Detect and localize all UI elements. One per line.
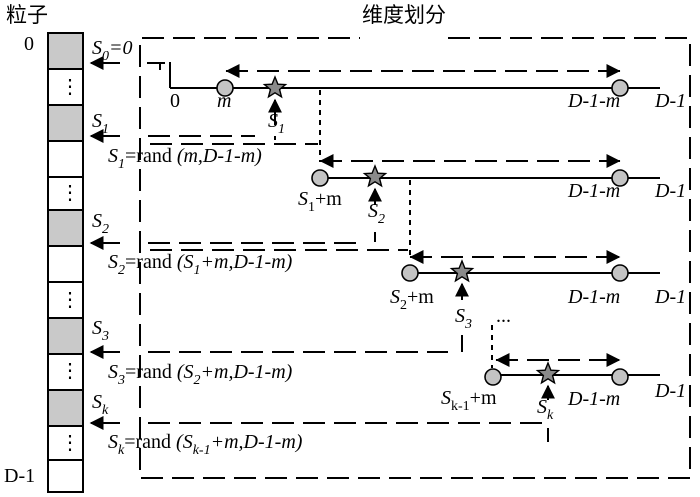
sk-formula: Sk=rand (Sk-1+m,D-1-m) [108, 431, 303, 458]
ellipsis-1: ⋮ [60, 76, 80, 98]
s3-under-label: S3 [455, 305, 472, 332]
node-d1m-k [611, 368, 629, 386]
array-cell-last [47, 459, 84, 493]
frame-left-top [139, 37, 360, 470]
s2-under-label: S2 [368, 200, 385, 227]
row-0: S0=0 0 m D-1-m D-1 S1 [89, 37, 686, 162]
partition-header: 维度划分 [362, 3, 446, 27]
array-index-top: 0 [24, 33, 34, 55]
array-cell-s2 [47, 209, 84, 247]
s2-formula: S2=rand (S1+m,D-1-m) [108, 251, 293, 278]
array-cell-s1 [47, 104, 84, 142]
array-cell-s3 [47, 317, 84, 355]
node-d1m-2 [611, 264, 629, 282]
s2-formula-row: S2 S2=rand (S1+m,D-1-m) [89, 210, 408, 278]
array-cell [47, 140, 84, 178]
node-d1m-1 [611, 169, 629, 187]
axis-label-d1m-2: D-1-m [567, 286, 620, 308]
s3-formula: S3=rand (S2+m,D-1-m) [108, 361, 293, 388]
axis-label-zero: 0 [170, 90, 180, 112]
s3-label: S3 [92, 317, 109, 344]
sk-label: Sk [92, 391, 109, 418]
ellipsis-2: ⋮ [60, 182, 80, 204]
s1-formula-row: S1 S1=rand (m,D-1-m) [89, 110, 318, 172]
continuation-dots: ... [496, 305, 511, 327]
s1-formula: S1=rand (m,D-1-m) [108, 145, 262, 172]
ellipsis-3: ⋮ [60, 289, 80, 311]
sk-under-label: Sk [537, 396, 554, 423]
s1-under-label: S1 [268, 110, 285, 137]
axis-label-s2m: S2+m [390, 286, 434, 313]
node-sk1m [484, 368, 502, 386]
row-k: Sk-1+m D-1-m D-1 Sk [441, 353, 686, 442]
node-s2m [401, 264, 419, 282]
array-cell [47, 245, 84, 283]
particle-header: 粒子 [6, 3, 48, 27]
axis-label-d1-1: D-1 [654, 180, 686, 202]
s1-label: S1 [92, 110, 109, 137]
axis-label-d1m-0: D-1-m [567, 90, 620, 112]
array-cell-s0 [47, 32, 84, 70]
star-s2 [362, 164, 388, 188]
axis-label-d1m-1: D-1-m [567, 180, 620, 202]
array-index-bottom: D-1 [4, 465, 35, 487]
s0-label: S0=0 [92, 37, 133, 64]
row-1: S1+m D-1-m D-1 S2 [298, 154, 686, 260]
s2-label: S2 [92, 210, 109, 237]
node-d1m-0 [611, 79, 629, 97]
particle-array: ⋮ ⋮ ⋮ ⋮ ⋮ [47, 32, 84, 493]
node-s1m [311, 169, 329, 187]
axis-label-m: m [217, 90, 231, 112]
star-s1 [262, 75, 288, 99]
axis-label-d1-2: D-1 [654, 286, 686, 308]
node-m [216, 79, 234, 97]
array-cell [47, 353, 84, 391]
array-cell-sk [47, 389, 84, 427]
star-sk [535, 361, 561, 385]
ellipsis-5: ⋮ [60, 432, 80, 454]
axis-label-s1m: S1+m [298, 188, 342, 215]
s3-formula-row: S3 S3=rand (S2+m,D-1-m) [89, 317, 448, 388]
ellipsis-4: ⋮ [60, 360, 80, 382]
axis-label-d1-0: D-1 [654, 90, 686, 112]
axis-label-d1-k: D-1 [654, 380, 686, 402]
axis-label-sk1m: Sk-1+m [441, 387, 497, 414]
star-s3 [449, 259, 475, 283]
axis-label-d1m-k: D-1-m [567, 388, 620, 410]
